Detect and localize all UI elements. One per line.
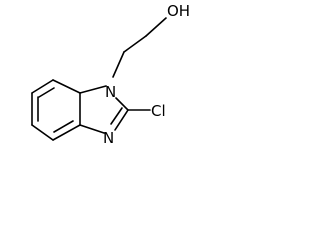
- bond-benzene-2: [52, 79, 81, 94]
- label-hydroxyl: OH: [167, 2, 190, 20]
- label-ring-nitrogen-2: N: [103, 129, 114, 147]
- label-ring-nitrogen-1: N: [105, 83, 116, 101]
- bond-n3-c3a: [79, 124, 105, 134]
- molecule-svg: OH N N Cl: [31, 2, 190, 147]
- bond-c7a-n1: [79, 85, 107, 94]
- bond-n1-ch2: [112, 51, 125, 78]
- bond-benzene-double-1: [38, 87, 55, 98]
- bond-c2-n3-double: [110, 107, 123, 125]
- label-chlorine: Cl: [151, 102, 166, 120]
- bond-n1-c2: [115, 97, 129, 111]
- bond-ch2-ch2: [123, 35, 147, 53]
- bond-benzene-5: [31, 124, 54, 141]
- bond-benzene-1: [31, 79, 54, 94]
- bond-benzene-double-3: [53, 120, 74, 133]
- bond-c2-n3: [114, 109, 129, 131]
- bond-benzene-4: [52, 124, 81, 141]
- bond-ch2-oh: [145, 17, 167, 37]
- structure-drawing: OH N N Cl: [0, 0, 194, 170]
